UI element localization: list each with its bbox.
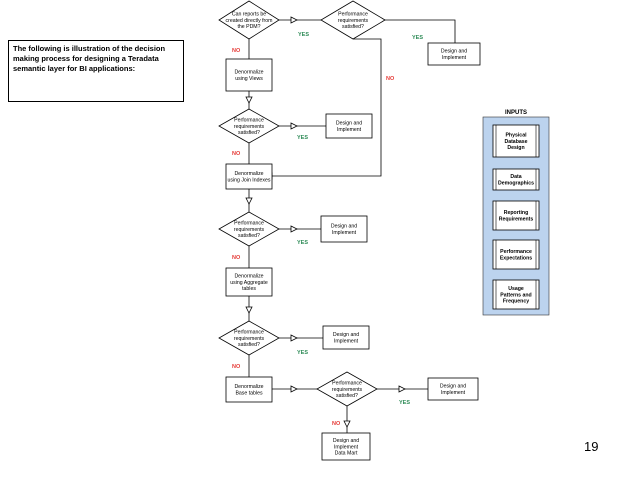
- arrow-head-right: [398, 385, 406, 393]
- arrow-head-right: [290, 225, 298, 233]
- input-item: [492, 168, 540, 191]
- input-box: [492, 239, 540, 270]
- yes-label: YES: [399, 400, 410, 406]
- input-item: [492, 279, 540, 310]
- inputs-title: INPUTS: [505, 110, 527, 116]
- process-box-p_design3: [322, 325, 370, 350]
- no-label: NO: [386, 76, 395, 82]
- no-label: NO: [232, 48, 241, 54]
- no-label: NO: [232, 364, 241, 370]
- arrow-head-right: [290, 16, 298, 24]
- input-item: [492, 124, 540, 158]
- process-box-p_base: [225, 376, 273, 403]
- no-label: NO: [232, 151, 241, 157]
- input-item: [492, 200, 540, 231]
- process-box-p_design2: [320, 215, 368, 243]
- page-number: 19: [584, 439, 599, 454]
- process-box-p_datamart: [321, 432, 371, 461]
- process-box-p_design4: [427, 377, 479, 401]
- input-box: [492, 124, 540, 158]
- process-box-p_join: [225, 163, 273, 190]
- yes-label: YES: [297, 350, 308, 356]
- no-label: NO: [232, 255, 241, 261]
- input-box: [492, 279, 540, 310]
- process-box-p_views: [225, 58, 273, 92]
- arrow-head-right: [290, 334, 298, 342]
- arrow-head-down: [245, 96, 253, 104]
- input-box: [492, 200, 540, 231]
- yes-label: YES: [297, 240, 308, 246]
- no-label: NO: [332, 421, 341, 427]
- intro-text: The following is illustration of the dec…: [8, 40, 184, 102]
- process-box-p_design0: [427, 42, 481, 66]
- arrow-head-down: [343, 420, 351, 428]
- edge-perf0-no-to-join: [263, 38, 382, 177]
- arrow-head-down: [245, 306, 253, 314]
- yes-label: YES: [412, 35, 423, 41]
- process-box-p_design1: [325, 113, 373, 139]
- input-item: [492, 239, 540, 270]
- yes-label: YES: [298, 32, 309, 38]
- input-box: [492, 168, 540, 191]
- arrow-head-down: [245, 197, 253, 205]
- process-box-p_agg: [225, 267, 273, 297]
- arrow-head-right: [290, 385, 298, 393]
- edge-perf0-to-design0: [385, 19, 456, 43]
- yes-label: YES: [297, 135, 308, 141]
- arrow-head-right: [290, 122, 298, 130]
